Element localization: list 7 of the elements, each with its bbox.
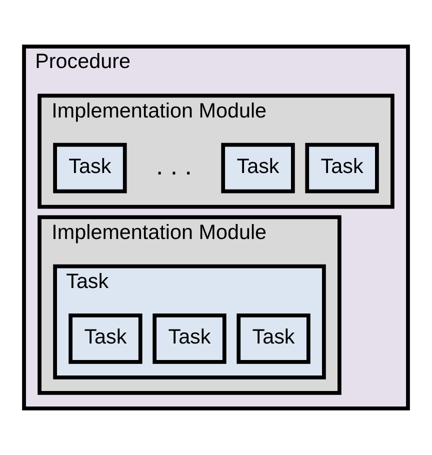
node-box: Task — [305, 142, 379, 194]
node-box: Task — [236, 313, 310, 364]
label: . . . — [156, 152, 192, 180]
node-box: Task — [152, 313, 226, 364]
node-box: Task — [221, 142, 295, 194]
node-box: Task — [53, 142, 127, 194]
node-box: Task — [68, 313, 142, 364]
